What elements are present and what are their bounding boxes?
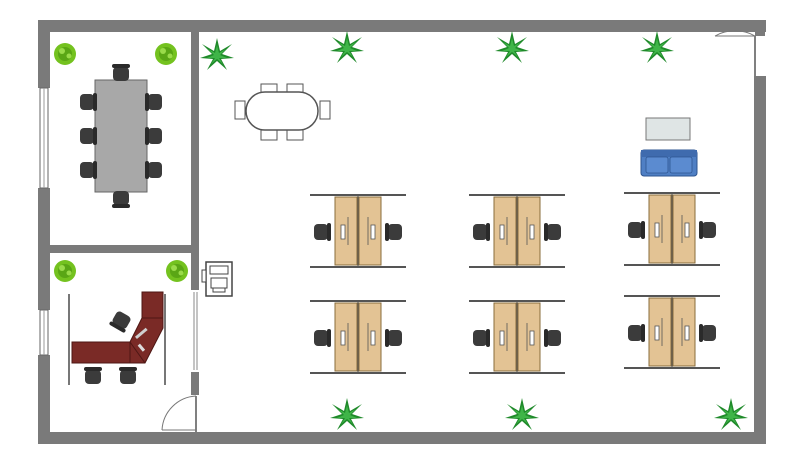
office-chair-icon (145, 161, 162, 179)
palm-plant-icon (330, 31, 364, 63)
interior-walls (50, 32, 199, 432)
workstation-pod (469, 301, 565, 373)
office-chair-icon (119, 367, 137, 384)
palm-plant-icon (495, 31, 529, 63)
workstation-pod (310, 301, 406, 373)
round-plant-icon (54, 43, 76, 65)
round-plant-icon (155, 43, 177, 65)
office-chair-icon (112, 64, 130, 81)
workstation-pod (624, 296, 720, 368)
office-chair-icon (80, 127, 97, 145)
palm-plant-icon (505, 398, 539, 430)
workstation-pod (310, 195, 406, 267)
workstations (310, 193, 720, 373)
workstation-pod (469, 195, 565, 267)
round-plant-icon (54, 260, 76, 282)
office-chair-icon (80, 161, 97, 179)
office-chair-icon (80, 93, 97, 111)
manager-office (54, 260, 188, 385)
workstation-pod (624, 193, 720, 265)
meeting-table (234, 83, 331, 141)
office-chair-icon (84, 367, 102, 384)
door-swing-icon (161, 395, 197, 432)
office-chair-icon (112, 191, 130, 208)
window-office (38, 309, 50, 356)
office-chair-icon (145, 93, 162, 111)
palm-plant-icon (200, 38, 234, 70)
conference-room (54, 43, 177, 208)
office-chair-icon (108, 309, 133, 334)
palm-plant-icon (330, 398, 364, 430)
lounge (640, 117, 698, 177)
office-chair-icon (145, 127, 162, 145)
palm-plant-icon (714, 398, 748, 430)
palm-plant-icon (640, 31, 674, 63)
window-conference (38, 87, 50, 189)
printer-icon (201, 261, 233, 297)
door-swing-icon (714, 30, 765, 76)
round-plant-icon (166, 260, 188, 282)
